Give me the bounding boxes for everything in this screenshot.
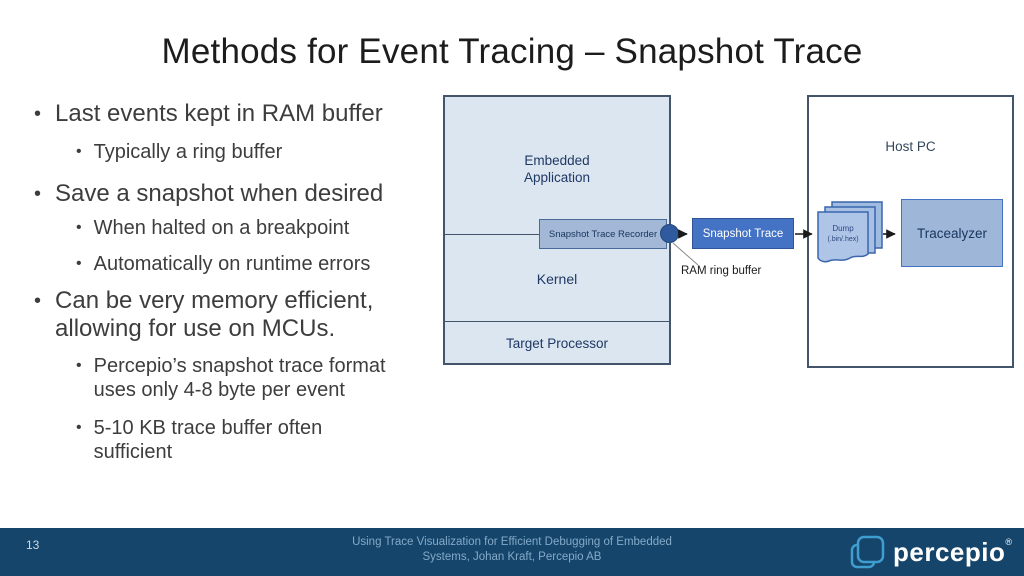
tracealyzer-label: Tracealyzer <box>916 225 988 241</box>
bullet-text: Automatically on runtime errors <box>93 253 371 275</box>
bullet-text: Save a snapshot when desired <box>55 180 384 207</box>
list-item: • Last events kept in RAM buffer <box>30 100 450 128</box>
target-processor-label: Target Processor <box>505 336 609 351</box>
page-title: Methods for Event Tracing – Snapshot Tra… <box>161 32 863 71</box>
snapshot-trace-label: Snapshot Trace <box>702 227 784 240</box>
list-item: • When halted on a breakpoint <box>30 216 450 240</box>
bullet-text: Percepio’s snapshot trace format uses on… <box>93 355 386 401</box>
citation-line1: Using Trace Visualization for Efficient … <box>352 536 672 548</box>
host-pc-label: Host PC <box>885 139 936 154</box>
tracealyzer-box: Tracealyzer <box>901 199 1003 267</box>
bullet-text: 5-10 KB trace buffer often sufficient <box>93 417 323 463</box>
page-number: 13 <box>26 538 40 552</box>
footer-citation: Using Trace Visualization for Efficient … <box>262 535 762 565</box>
list-item: • Automatically on runtime errors <box>30 252 450 276</box>
percepio-logo-text: percepio <box>892 536 1006 567</box>
dump-label-line1: Dump <box>832 224 854 233</box>
snapshot-trace-recorder-label: Snapshot Trace Recorder <box>548 228 658 240</box>
bullet-icon: • <box>76 219 82 236</box>
dump-file-stack-icon: Dump (.bin/.hex) <box>817 201 883 263</box>
bullet-icon: • <box>76 143 82 160</box>
bullet-list: • Last events kept in RAM buffer • Typic… <box>30 100 450 464</box>
citation-line2: Systems, Johan Kraft, Percepio AB <box>422 551 602 563</box>
percepio-logo: percepio ® <box>847 532 1012 572</box>
bullet-icon: • <box>76 357 82 374</box>
kernel-processor-divider <box>445 321 669 322</box>
bullet-text: Can be very memory efficient, allowing f… <box>55 287 374 342</box>
bullet-icon: • <box>76 255 82 272</box>
embedded-application-label: Embedded Application <box>523 153 591 185</box>
snapshot-trace-box: Snapshot Trace <box>692 218 794 249</box>
list-item: • Typically a ring buffer <box>30 140 450 164</box>
footer-bar: 13 Using Trace Visualization for Efficie… <box>0 528 1024 576</box>
bullet-icon: • <box>34 290 42 312</box>
percepio-logo-icon <box>850 535 885 569</box>
bullet-icon: • <box>34 183 42 205</box>
ram-ring-buffer-label: RAM ring buffer <box>681 265 762 277</box>
registered-trademark-icon: ® <box>1005 537 1012 547</box>
list-item: • 5-10 KB trace buffer often sufficient <box>30 416 450 464</box>
ram-ring-buffer-icon <box>660 224 679 243</box>
bullet-text: Typically a ring buffer <box>93 141 283 163</box>
list-item: • Percepio’s snapshot trace format uses … <box>30 354 450 402</box>
bullet-text: Last events kept in RAM buffer <box>55 100 383 127</box>
list-item: • Save a snapshot when desired <box>30 180 450 208</box>
bullet-text: When halted on a breakpoint <box>93 217 350 239</box>
bullet-icon: • <box>76 419 82 436</box>
snapshot-trace-recorder-box: Snapshot Trace Recorder <box>539 219 667 249</box>
kernel-label: Kernel <box>536 271 578 287</box>
bullet-icon: • <box>34 103 42 125</box>
list-item: • Can be very memory efficient, allowing… <box>30 287 450 343</box>
dump-label-line2: (.bin/.hex) <box>827 236 858 243</box>
